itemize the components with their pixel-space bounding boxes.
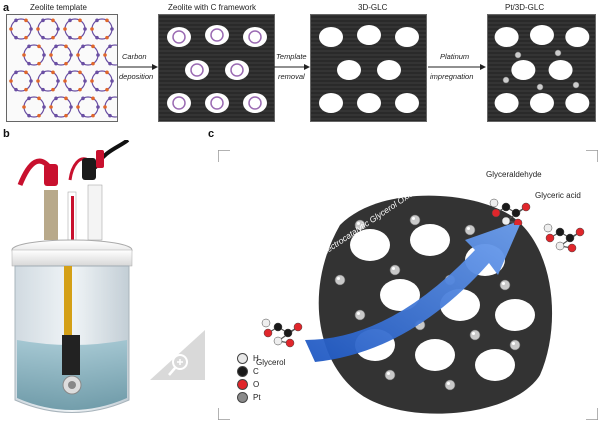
glyceraldehyde-molecule-icon xyxy=(489,198,531,225)
oxygen-ball-icon xyxy=(237,379,248,390)
pt-3d-glc-image xyxy=(487,14,596,122)
arrow-2-label-bottom: removal xyxy=(278,72,305,81)
panel-letter-b: b xyxy=(3,128,10,140)
glyceric-acid-molecule-icon xyxy=(543,223,585,253)
box-title-zeolite-c-framework: Zeolite with C framework xyxy=(168,3,257,12)
glycerol-molecule-icon xyxy=(261,318,303,348)
carbon-ball-icon xyxy=(237,366,248,377)
zoom-in-icon xyxy=(150,330,205,380)
panel-letter-c: c xyxy=(208,128,215,140)
zeolite-lattice-graphic xyxy=(9,18,117,118)
arrow-2-label-top: Template xyxy=(276,52,307,61)
glyceric-acid-label: Glyceric acid xyxy=(535,191,581,200)
legend-item-pt: Pt xyxy=(237,392,261,403)
arrow-3-label-top: Platinum xyxy=(440,52,470,61)
arrow-3-icon xyxy=(428,64,486,70)
platinum-ball-icon xyxy=(237,392,248,403)
arrow-3-label-bottom: impregnation xyxy=(430,72,474,81)
electrochemical-cell-illustration xyxy=(11,140,133,413)
box-title-3d-glc: 3D-GLC xyxy=(358,3,388,12)
box-title-zeolite-template: Zeolite template xyxy=(30,3,87,12)
reaction-arrow-icon xyxy=(305,220,522,362)
3d-glc-graphic xyxy=(311,15,426,120)
legend-label-o: O xyxy=(253,380,260,389)
legend-label-c: C xyxy=(253,367,259,376)
arrow-1-label-top: Carbon xyxy=(122,52,147,61)
panel-letter-a: a xyxy=(3,2,10,14)
glycerol-label: Glycerol xyxy=(256,358,286,367)
zeolite-c-framework-image xyxy=(158,14,275,122)
legend-item-h: H xyxy=(237,353,259,364)
legend-item-o: O xyxy=(237,379,259,390)
zeolite-template-image xyxy=(6,14,118,122)
arrow-2-icon xyxy=(274,64,310,70)
3d-glc-image xyxy=(310,14,427,122)
legend-label-pt: Pt xyxy=(253,393,261,402)
legend-label-h: H xyxy=(253,354,259,363)
box-title-pt-3d-glc: Pt/3D-GLC xyxy=(505,3,545,12)
arrow-1-label-bottom: deposition xyxy=(119,72,154,81)
glyceraldehyde-label: Glyceraldehyde xyxy=(486,170,542,179)
hydrogen-ball-icon xyxy=(237,353,248,364)
arrow-1-icon xyxy=(118,64,158,70)
pt-3d-glc-graphic xyxy=(488,15,595,120)
legend-item-c: C xyxy=(237,366,259,377)
zeolite-c-graphic xyxy=(159,15,274,120)
